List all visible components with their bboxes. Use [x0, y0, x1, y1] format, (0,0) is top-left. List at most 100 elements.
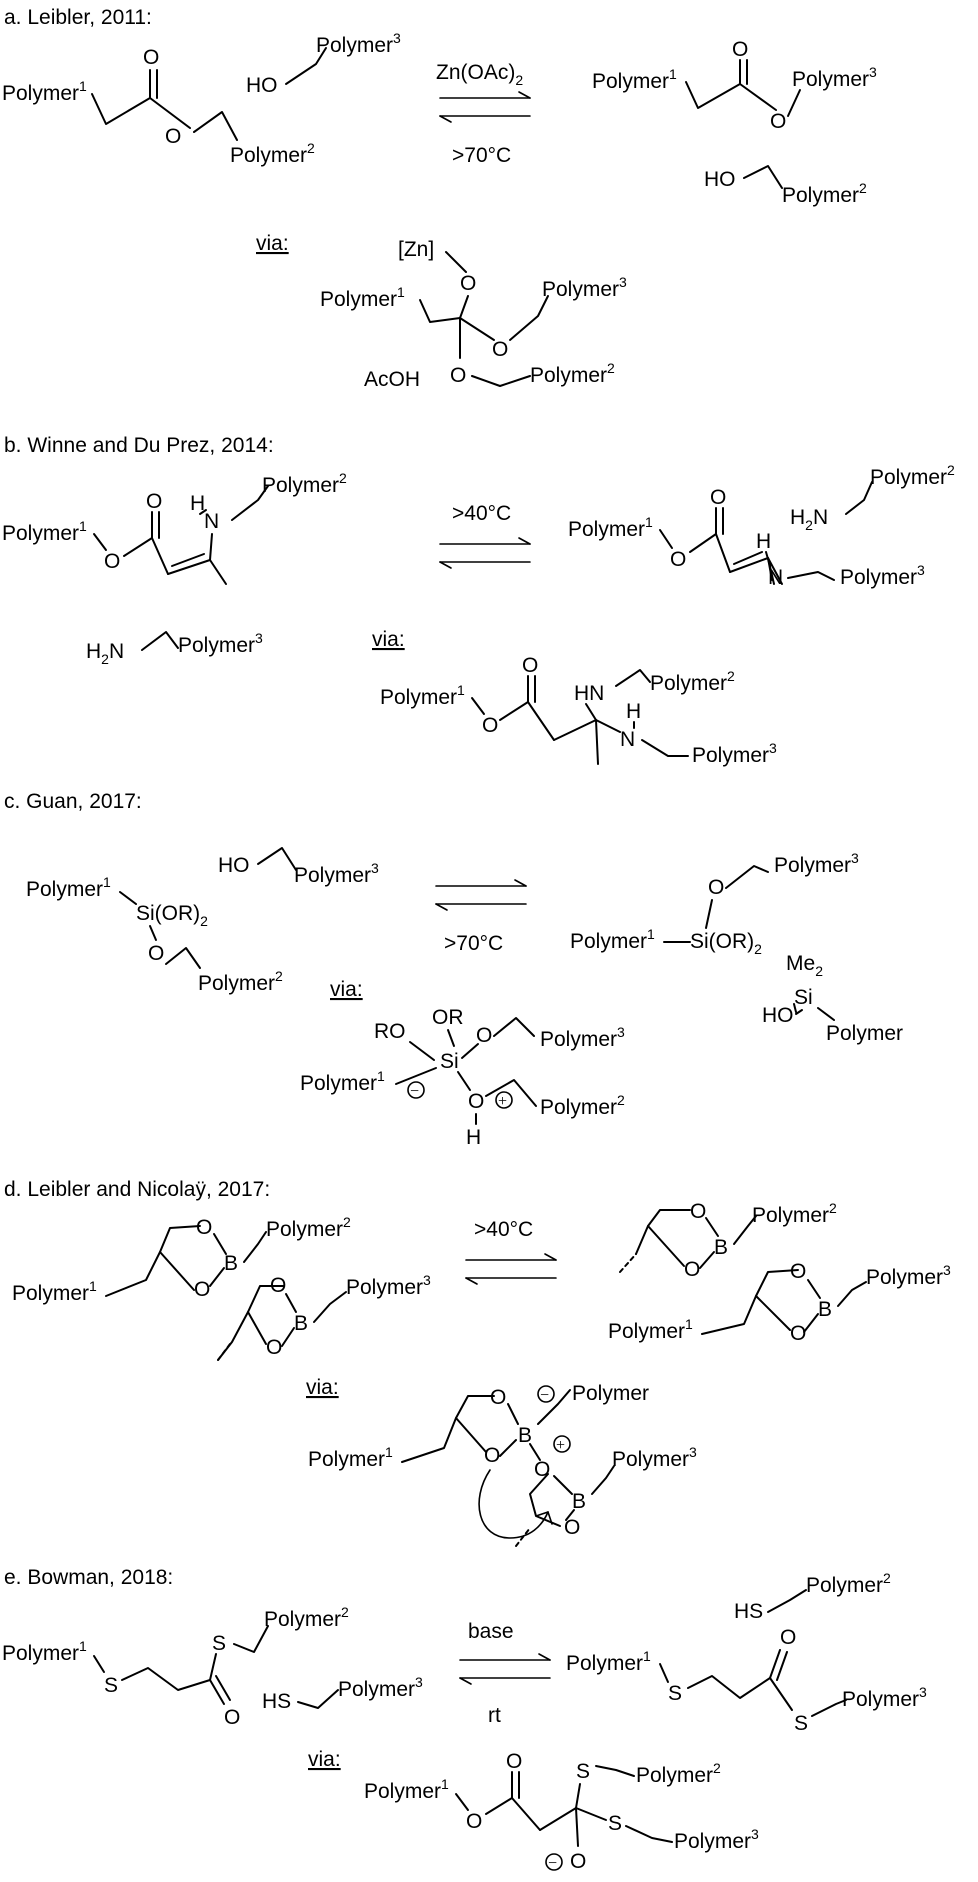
section-c-heading: c. Guan, 2017: [4, 790, 142, 813]
svg-text:HS: HS [734, 1600, 763, 1623]
svg-text:HS: HS [262, 1690, 291, 1713]
intermediate-c: via: OR RO Si O Polymer3 Polymer1 − O H … [300, 978, 625, 1149]
product-thioester-e: Polymer1 S O S Polymer3 [566, 1626, 927, 1735]
svg-text:Me2: Me2 [786, 952, 823, 979]
svg-text:HO: HO [762, 1004, 794, 1027]
svg-text:O: O [708, 876, 724, 899]
reactant-thioester-e: Polymer1 S O S Polymer2 [2, 1604, 349, 1729]
svg-text:O: O [270, 1274, 286, 1297]
svg-text:HO: HO [218, 854, 250, 877]
equilibrium-arrows-e: base rt [459, 1620, 551, 1727]
svg-text:S: S [794, 1712, 808, 1735]
svg-text:O: O [710, 486, 726, 509]
svg-text:Polymer2: Polymer2 [264, 1604, 349, 1631]
svg-text:−: − [548, 1855, 557, 1872]
svg-text:Polymer: Polymer [572, 1382, 649, 1405]
svg-text:O: O [104, 550, 120, 573]
svg-text:via:: via: [308, 1748, 341, 1771]
svg-text:Polymer3: Polymer3 [612, 1444, 697, 1471]
svg-text:Si: Si [440, 1050, 459, 1073]
reactant-boronate-1-d: Polymer1 O B O Polymer2 [12, 1214, 351, 1305]
product-thiol-e: HS Polymer2 [734, 1570, 891, 1623]
svg-text:N: N [620, 728, 635, 751]
svg-text:O: O [490, 1386, 506, 1409]
svg-text:Polymer2: Polymer2 [636, 1760, 721, 1787]
svg-text:O: O [790, 1260, 806, 1283]
svg-text:O: O [670, 548, 686, 571]
svg-text:−: − [540, 1387, 549, 1404]
svg-text:B: B [818, 1298, 832, 1321]
equilibrium-arrows-c: >70°C [435, 879, 527, 955]
svg-text:O: O [564, 1516, 580, 1539]
svg-text:Polymer3: Polymer3 [792, 64, 877, 91]
svg-text:B: B [294, 1312, 308, 1335]
svg-text:H: H [756, 530, 771, 553]
svg-text:base: base [468, 1620, 514, 1643]
svg-text:B: B [572, 1490, 586, 1513]
section-d-heading: d. Leibler and Nicolaÿ, 2017: [4, 1178, 270, 1201]
svg-text:Polymer1: Polymer1 [566, 1648, 651, 1675]
svg-text:Polymer1: Polymer1 [570, 926, 655, 953]
svg-text:Polymer1: Polymer1 [592, 66, 677, 93]
section-b: b. Winne and Du Prez, 2014: Polymer1 O O… [2, 434, 955, 767]
svg-text:Polymer3: Polymer3 [542, 274, 627, 301]
svg-text:Polymer3: Polymer3 [338, 1674, 423, 1701]
svg-text:Si(OR)2: Si(OR)2 [136, 902, 208, 929]
svg-text:N: N [768, 566, 783, 589]
svg-text:+: + [556, 1437, 565, 1454]
svg-text:B: B [518, 1424, 532, 1447]
svg-text:via:: via: [330, 978, 363, 1001]
intermediate-a: via: [Zn] O Polymer1 O Polymer3 O Polyme… [256, 232, 627, 391]
svg-text:O: O [146, 490, 162, 513]
svg-text:O: O [492, 338, 508, 361]
reactant-silyl-ether-c: Polymer1 Si(OR)2 O Polymer2 [26, 874, 283, 995]
svg-text:O: O [534, 1458, 550, 1481]
svg-text:Polymer3: Polymer3 [774, 850, 859, 877]
svg-text:via:: via: [256, 232, 289, 255]
reactant-alcohol-c: HO Polymer3 [218, 847, 379, 887]
svg-text:rt: rt [488, 1704, 501, 1727]
svg-text:HO: HO [704, 168, 736, 191]
svg-text:Polymer3: Polymer3 [674, 1826, 759, 1853]
svg-text:Polymer3: Polymer3 [294, 860, 379, 887]
svg-text:O: O [165, 125, 181, 148]
product-silyl-ether-c: Polymer1 Si(OR)2 O Polymer3 [570, 850, 859, 957]
svg-text:O: O [224, 1706, 240, 1729]
svg-text:O: O [476, 1024, 492, 1047]
equilibrium-arrows-d: >40°C [465, 1218, 557, 1285]
svg-text:Polymer2: Polymer2 [262, 470, 347, 497]
svg-text:Polymer3: Polymer3 [540, 1024, 625, 1051]
intermediate-d: via: Polymer1 O B O − Polymer + O B O Po… [306, 1376, 697, 1547]
svg-text:S: S [576, 1760, 590, 1783]
section-b-heading: b. Winne and Du Prez, 2014: [4, 434, 274, 457]
svg-text:O: O [266, 1336, 282, 1359]
svg-text:Polymer2: Polymer2 [650, 668, 735, 695]
svg-text:O: O [770, 110, 786, 133]
product-amine-b: H2N Polymer2 [790, 462, 955, 533]
svg-text:AcOH: AcOH [364, 368, 420, 391]
svg-text:via:: via: [306, 1376, 339, 1399]
svg-text:B: B [224, 1252, 238, 1275]
svg-text:Si(OR)2: Si(OR)2 [690, 930, 762, 957]
svg-text:Polymer3: Polymer3 [692, 740, 777, 767]
svg-text:O: O [522, 654, 538, 677]
intermediate-e: via: Polymer1 O O S Polymer2 S Polymer3 … [308, 1748, 759, 1873]
svg-text:O: O [196, 1216, 212, 1239]
section-a: a. Leibler, 2011: Polymer1 O O Polymer2 … [2, 6, 877, 391]
svg-text:Polymer3: Polymer3 [842, 1684, 927, 1711]
section-a-heading: a. Leibler, 2011: [4, 6, 152, 29]
svg-text:H2N: H2N [790, 506, 828, 533]
svg-text:O: O [684, 1258, 700, 1281]
svg-text:O: O [484, 1444, 500, 1467]
svg-text:S: S [608, 1812, 622, 1835]
equilibrium-arrows-b: >40°C [439, 502, 531, 569]
product-enamine-b: Polymer1 O O N H Polymer3 [568, 486, 925, 589]
svg-text:−: − [410, 1083, 419, 1100]
svg-text:O: O [450, 364, 466, 387]
svg-text:Polymer2: Polymer2 [782, 180, 867, 207]
svg-text:Polymer2: Polymer2 [540, 1092, 625, 1119]
reactant-alcohol-a: HO Polymer3 [246, 30, 401, 97]
svg-text:S: S [212, 1632, 226, 1655]
svg-text:>70°C: >70°C [444, 932, 503, 955]
